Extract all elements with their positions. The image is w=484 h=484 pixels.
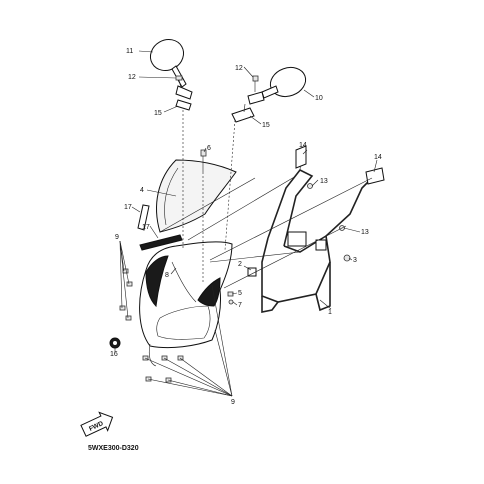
callout-1: 1: [328, 309, 332, 316]
cowling-emblem[interactable]: [137, 204, 150, 231]
right-mirror-spacer[interactable]: [231, 103, 255, 123]
callout-15-right: 15: [262, 122, 270, 129]
cowling-mount-washer[interactable]: [228, 299, 234, 305]
callout-9-left: 9: [115, 234, 119, 241]
callout-4: 4: [140, 187, 144, 194]
callout-7: 7: [238, 302, 242, 309]
callout-2: 2: [238, 261, 242, 268]
frame-bolts[interactable]: [307, 183, 345, 231]
callout-8: 8: [165, 272, 169, 279]
cowling-decal[interactable]: [139, 234, 183, 251]
callout-6: 6: [207, 145, 211, 152]
bracket-right[interactable]: [365, 167, 385, 185]
callout-10: 10: [315, 95, 323, 102]
cowling-stay[interactable]: [261, 149, 381, 313]
callout-9-bottom: 9: [231, 399, 235, 406]
callout-12-right: 12: [235, 65, 243, 72]
callout-3: 3: [353, 257, 357, 264]
callout-11: 11: [126, 48, 133, 55]
callout-16: 16: [110, 351, 118, 358]
leader-lines: [114, 50, 378, 397]
right-mirror[interactable]: [247, 63, 310, 105]
callout-13-upper: 13: [320, 178, 328, 185]
callout-labels: 1 2 3 4 5 6 7 8 9 9 10 11 12 12 13 13 14…: [110, 48, 382, 406]
callout-17-upper: 17: [124, 204, 132, 211]
frame-nut[interactable]: [343, 254, 351, 262]
left-mirror-spacer[interactable]: [175, 99, 192, 111]
callout-15-left: 15: [154, 110, 162, 117]
assembly-guide-lines: [159, 110, 373, 289]
callout-17-lower: 17: [142, 224, 150, 231]
windshield-screw[interactable]: [200, 149, 207, 172]
callout-14-right: 14: [374, 154, 382, 161]
callout-14-left: 14: [299, 142, 307, 149]
right-mirror-bolt[interactable]: [252, 75, 259, 92]
callout-13-lower: 13: [361, 229, 369, 236]
bracket-left[interactable]: [295, 145, 307, 169]
fwd-arrow-badge: FWD: [80, 411, 114, 437]
callout-12-left: 12: [128, 74, 136, 81]
front-cowling[interactable]: [139, 241, 233, 367]
windshield[interactable]: [156, 159, 237, 233]
left-mirror[interactable]: [145, 34, 193, 100]
callout-5: 5: [238, 290, 242, 297]
grommet[interactable]: [109, 337, 121, 349]
diagram-code: 5WXE300-D320: [88, 445, 139, 452]
